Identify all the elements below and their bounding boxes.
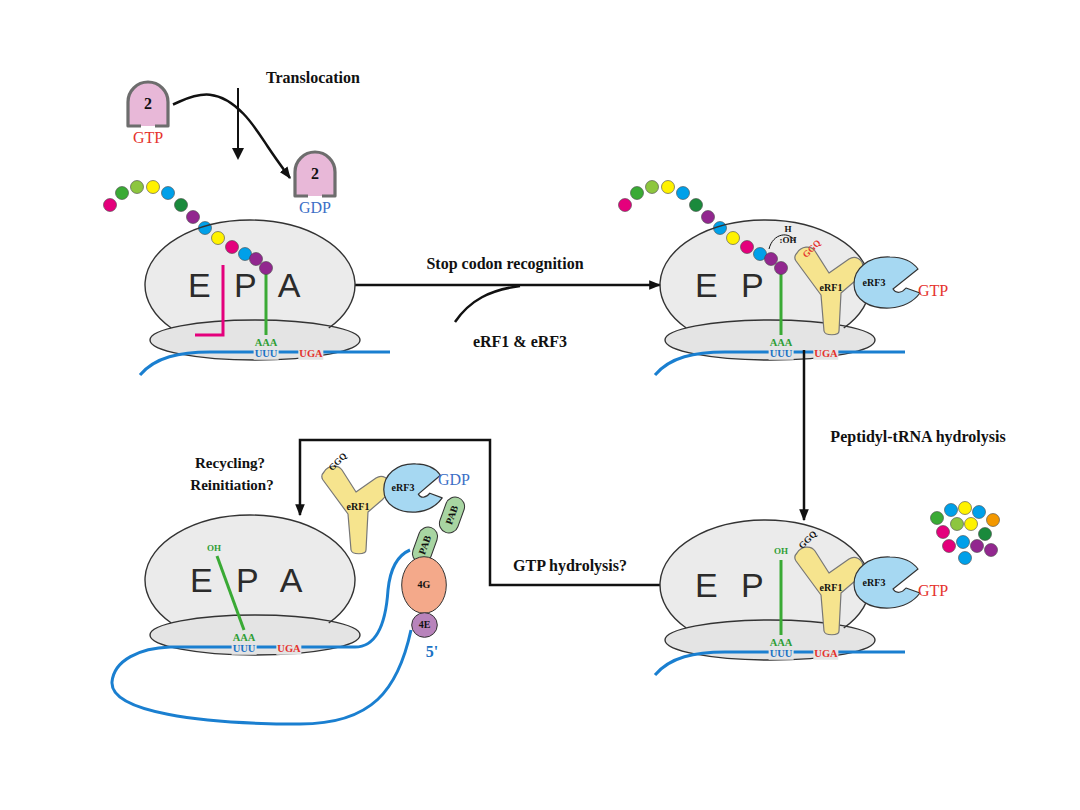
shape-path <box>295 152 335 196</box>
flow-arrow <box>355 284 660 287</box>
step-label: Stop codon recognition <box>426 255 583 273</box>
node-label: 2 <box>144 95 152 113</box>
step-label: Translocation <box>266 69 360 87</box>
release-factor: eRF1 <box>318 462 393 557</box>
flow-arrow <box>803 350 806 520</box>
flow-arrow <box>300 440 660 585</box>
release-factor-outline <box>852 255 922 310</box>
shape-path <box>295 152 335 196</box>
water-label: :OH <box>780 236 797 245</box>
shape-path <box>128 82 168 126</box>
node-label: eRF1 <box>347 501 370 513</box>
motif-label: GGQ <box>327 451 348 472</box>
node-label: eRF1 <box>820 582 843 594</box>
nucleotide-label: GDP <box>299 199 331 217</box>
step-label: GTP hydrolysis? <box>513 557 627 575</box>
shape-path <box>412 613 438 638</box>
node-label: eRF3 <box>863 277 886 289</box>
shape-path <box>402 557 447 614</box>
codon: UUU <box>769 349 794 360</box>
node-label: eRF3 <box>392 482 415 494</box>
shape-path <box>384 464 442 512</box>
initiation-factor: 4E <box>411 612 438 638</box>
node-label: E P <box>695 268 764 302</box>
shape-path <box>145 220 355 328</box>
shape-path <box>795 247 863 335</box>
codon: UGA <box>298 349 323 360</box>
codon: UGA <box>813 649 838 660</box>
codon: AAA <box>232 633 257 644</box>
ribosome: E P A <box>145 220 355 350</box>
hydroxyl-label: OH <box>774 547 788 556</box>
motif-label: GGQ <box>797 529 818 550</box>
node-label: E P A <box>188 268 300 302</box>
codon: UGA <box>813 349 838 360</box>
note: Reinitiation? <box>190 477 273 494</box>
codon: AAA <box>254 338 279 349</box>
release-factor: eRF3GTP <box>852 555 922 610</box>
shape-path <box>854 257 920 308</box>
codon: UGA <box>276 644 301 655</box>
shape-path <box>854 557 920 608</box>
initiation-factor: 4G <box>401 556 447 614</box>
node-label: E P A <box>190 563 302 597</box>
note: Recycling? <box>195 455 265 472</box>
step-label: Peptidyl-tRNA hydrolysis <box>830 428 1005 446</box>
node-label: eRF1 <box>820 282 843 294</box>
codon: AAA <box>769 338 794 349</box>
shape-path <box>795 547 863 635</box>
flow-arrow <box>173 95 290 178</box>
codon: UUU <box>232 644 257 655</box>
elongation-factor: 2GDP <box>290 150 340 220</box>
ribosome: E P A <box>145 515 355 645</box>
end-label: 5' <box>426 643 438 661</box>
codon: AAA <box>769 638 794 649</box>
node-label: 4E <box>419 619 431 631</box>
codon: UUU <box>769 649 794 660</box>
input-label: eRF1 & eRF3 <box>473 333 567 351</box>
release-factor: eRF3GTP <box>852 255 922 310</box>
node-label: 4G <box>418 579 431 591</box>
nucleotide-label: GTP <box>133 129 163 147</box>
elongation-factor: 2GTP <box>123 80 173 150</box>
shape-path <box>437 494 468 535</box>
codon: UUU <box>254 349 279 360</box>
shape-path <box>145 515 355 623</box>
nucleotide-label: GDP <box>438 471 470 489</box>
shape-path <box>322 466 390 554</box>
release-factor-outline <box>852 555 922 610</box>
node-label: 2 <box>311 165 319 183</box>
node-label: eRF3 <box>863 577 886 589</box>
nucleotide-label: GTP <box>918 282 948 300</box>
release-factor: eRF3GDP <box>382 462 444 514</box>
shape-path <box>128 82 168 126</box>
nucleotide-label: GTP <box>918 582 948 600</box>
motif-label: GGQ <box>801 238 822 259</box>
hydroxyl-label: OH <box>207 544 221 553</box>
node-label: E P <box>695 568 764 602</box>
water-label: H <box>784 225 791 234</box>
